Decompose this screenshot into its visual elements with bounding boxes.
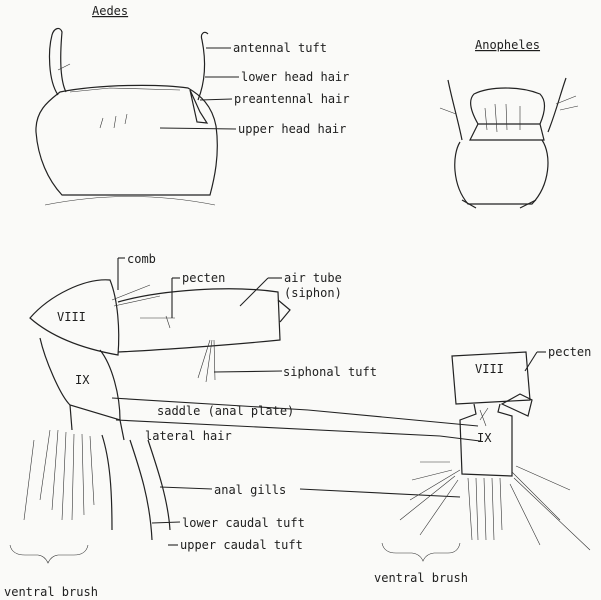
segment-viii-aedes: VIII <box>57 310 86 324</box>
aedes-head-drawing <box>36 28 217 205</box>
label-pecten: pecten <box>182 271 225 285</box>
segment-ix-aedes: IX <box>75 373 90 387</box>
label-anal-gills: anal gills <box>214 483 286 497</box>
title-anopheles: Anopheles <box>475 38 540 52</box>
anopheles-head-drawing <box>440 78 578 208</box>
label-saddle: saddle (anal plate) <box>157 404 294 418</box>
label-comb: comb <box>127 252 156 266</box>
segment-viii-anopheles: VIII <box>475 362 504 376</box>
label-ventral-brush-aedes: ventral brush <box>4 585 98 599</box>
label-upper-head-hair: upper head hair <box>238 122 346 136</box>
anopheles-body-drawing <box>400 352 590 550</box>
label-antennal-tuft: antennal tuft <box>233 41 327 55</box>
label-preantennal-hair: preantennal hair <box>234 92 350 106</box>
label-siphonal-tuft: siphonal tuft <box>283 365 377 379</box>
title-aedes: Aedes <box>92 4 128 18</box>
label-siphon: (siphon) <box>284 286 342 300</box>
label-lateral-hair: lateral hair <box>145 429 232 443</box>
label-lower-head-hair: lower head hair <box>241 70 349 84</box>
segment-ix-anopheles: IX <box>477 431 492 445</box>
label-lower-caudal-tuft: lower caudal tuft <box>182 516 305 530</box>
label-ventral-brush-anopheles: ventral brush <box>374 571 468 585</box>
label-air-tube: air tube <box>284 271 342 285</box>
label-upper-caudal-tuft: upper caudal tuft <box>180 538 303 552</box>
label-pecten-anopheles: pecten <box>548 345 591 359</box>
